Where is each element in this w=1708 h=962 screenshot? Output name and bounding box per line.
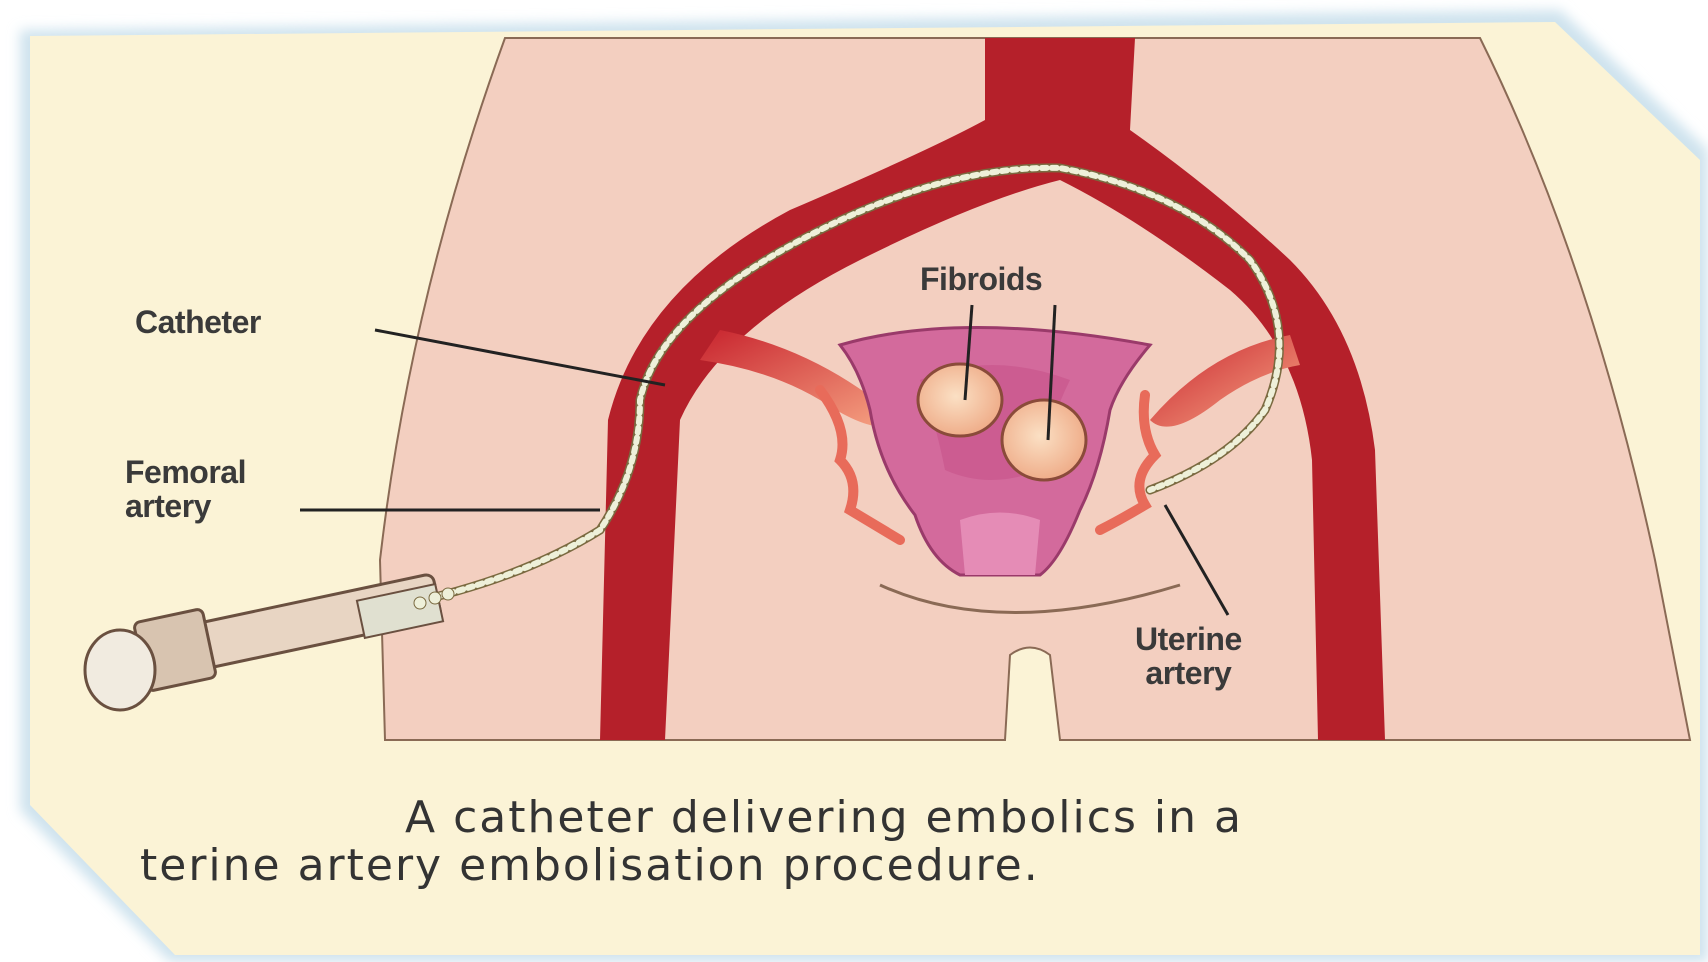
uterine-artery-label-line1: Uterine [1135,622,1242,656]
fibroid-1 [918,364,1002,436]
caption-line2: terine artery embolisation procedure. [140,840,1040,891]
uterine-artery-label: Uterine artery [1135,622,1242,690]
fibroids-label: Fibroids [920,262,1042,296]
femoral-artery-label-line1: Femoral [125,455,246,489]
caption-line1: A catheter delivering embolics in a [405,792,1243,843]
uterine-artery-label-line2: artery [1135,656,1242,690]
femoral-artery-label-line2: artery [125,489,246,523]
femoral-artery-label: Femoral artery [125,455,246,523]
fibroid-2 [1002,400,1086,480]
catheter-label: Catheter [135,305,261,339]
